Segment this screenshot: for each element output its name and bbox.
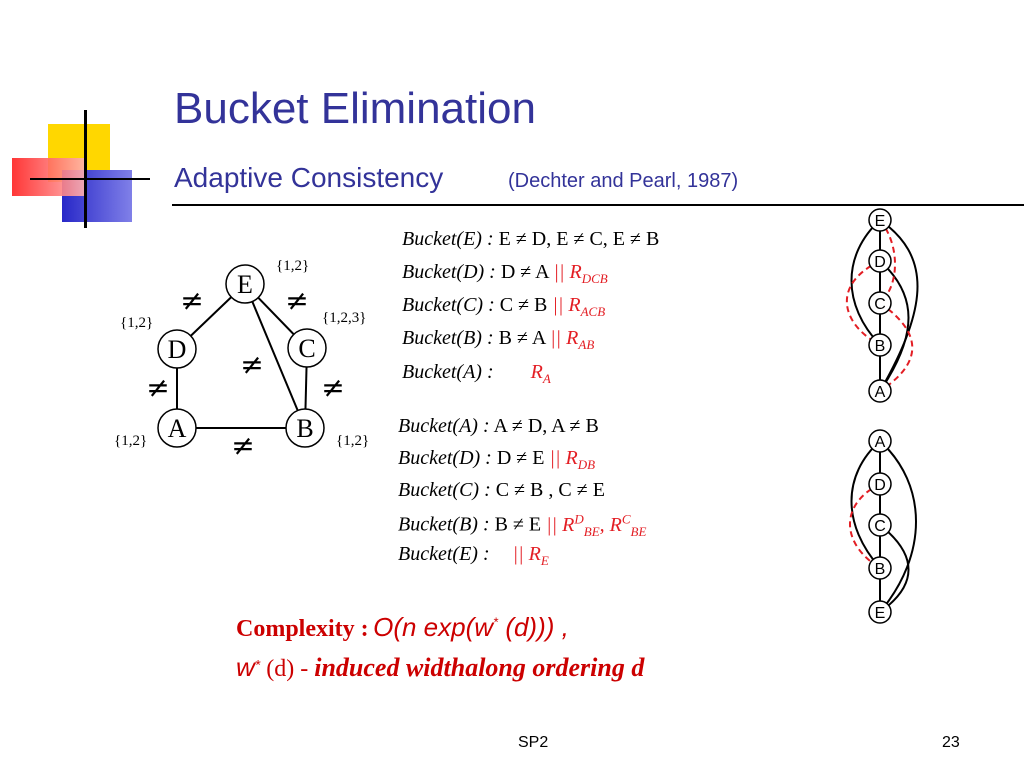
chain2-label-B: B [875,561,886,578]
bucket-added: || RAB [550,327,595,352]
node-label-C: C [298,334,315,363]
chain1-label-A: A [875,384,886,401]
chain1-label-C: C [874,296,886,313]
footer-center: SP2 [518,734,549,751]
bucket-row: Bucket(D) : D ≠ A || RDCB [402,261,608,287]
chain2-label-D: D [874,477,886,494]
induced-graph-ordering-2: A D C B E [849,429,917,624]
chain1-label-E: E [875,213,886,230]
bucket-label: Bucket(E) : [402,228,494,250]
constraint-graph: E D C A B {1,2} {1,2} {1,2,3} {1,2} {1,2… [114,258,369,460]
slide-title: Bucket Elimination [174,84,536,133]
chain1-label-D: D [874,254,886,271]
d-part: (d) - [260,656,315,682]
bucket-constraints: D ≠ E [496,447,545,469]
bucket-label: Bucket(B) : [402,327,494,349]
domain-B: {1,2} [336,433,369,449]
node-label-B: B [296,414,313,443]
bucket-row: Bucket(E) : || RE [398,543,549,569]
bucket-label: Bucket(D) : [402,261,496,283]
domain-D: {1,2} [120,315,153,331]
chain2-node-C [868,513,892,537]
chain2-node-A [868,429,892,453]
complexity-formula: O(n exp(w* (d))) , [373,612,569,642]
bucket-constraints: C ≠ B , C ≠ E [495,479,605,501]
bucket-constraints: B ≠ A [498,327,546,349]
bucket-list-ordering-2: Bucket(A) : A ≠ D, A ≠ B Bucket(D) : D ≠… [398,415,818,585]
bucket-row: Bucket(C) : C ≠ B || RACB [402,294,605,320]
node-label-A: A [168,414,187,443]
node-E [225,264,265,304]
bucket-constraints: B ≠ E [494,513,542,536]
neq-EC: ≠ [285,284,308,317]
bucket-constraints: D ≠ A [500,261,549,283]
node-C [287,328,327,368]
node-label-D: D [168,335,187,364]
bucket-row: Bucket(B) : B ≠ E || RDBE, RCBE [398,511,646,540]
bucket-label: Bucket(E) : [398,543,490,565]
bucket-constraints: E ≠ D, E ≠ C, E ≠ B [498,228,660,250]
node-B [285,408,325,448]
node-D [157,329,197,369]
chain1-label-B: B [875,338,886,355]
bucket-constraints: A ≠ D, A ≠ B [493,415,599,437]
bucket-added: || RDB [549,447,596,472]
chain1-node-B [868,333,892,357]
neq-EB: ≠ [240,348,263,381]
bucket-row: Bucket(C) : C ≠ B , C ≠ E [398,479,605,502]
w-symbol: w [236,652,255,682]
bucket-added: RA [530,361,551,386]
deco-horizontal-line [30,178,150,180]
citation: (Dechter and Pearl, 1987) [508,170,739,192]
domain-A: {1,2} [114,433,147,449]
chain2-label-C: C [874,518,886,535]
bucket-row: Bucket(B) : B ≠ A || RAB [402,327,594,353]
bucket-label: Bucket(A) : [402,361,494,383]
bucket-added: || RE [512,543,549,568]
neq-DA: ≠ [146,371,169,404]
bucket-row: Bucket(E) : E ≠ D, E ≠ C, E ≠ B [402,228,659,251]
bucket-label: Bucket(C) : [402,294,495,316]
induced-width-desc: induced widthalong ordering d [314,653,645,682]
chain1-node-E [868,208,892,232]
bucket-constraints: C ≠ B [499,294,548,316]
bucket-added: || RACB [552,294,606,319]
slide-subtitle: Adaptive Consistency [174,162,444,193]
bucket-added: || RDBE, RCBE [546,511,647,539]
neq-AB: ≠ [231,429,254,460]
bucket-label: Bucket(A) : [398,415,490,437]
bucket-label: Bucket(B) : [398,513,490,536]
bucket-list-ordering-1: Bucket(E) : E ≠ D, E ≠ C, E ≠ B Bucket(D… [402,228,822,398]
title-rule [172,204,1024,206]
w-star: * [254,656,261,673]
node-label-E: E [237,270,253,299]
complexity-line: Complexity : O(n exp(w* (d))) , [236,612,569,643]
induced-width-line: w* (d) - induced widthalong ordering d [236,652,644,683]
domain-E: {1,2} [276,258,309,274]
bucket-label: Bucket(D) : [398,447,492,469]
node-A [157,408,197,448]
chain2-node-D [868,472,892,496]
chain2-label-E: E [875,605,886,622]
induced-graph-ordering-1: E D C B A [846,208,919,403]
chain1-node-A [868,379,892,403]
bucket-row: Bucket(A) : RA [402,361,551,387]
deco-vertical-line [84,110,87,228]
deco-red-square [12,158,84,196]
chain1-node-D [868,249,892,273]
complexity-label: Complexity : [236,616,369,642]
bucket-added: || RDCB [553,261,608,286]
chain2-label-A: A [875,434,886,451]
bucket-row: Bucket(D) : D ≠ E || RDB [398,447,595,473]
chain2-node-B [868,556,892,580]
slide-number: 23 [942,734,960,751]
domain-C: {1,2,3} [322,310,366,326]
chain1-node-C [868,291,892,315]
neq-ED: ≠ [180,284,203,317]
neq-CB: ≠ [321,371,344,404]
bucket-label: Bucket(C) : [398,479,491,501]
bucket-row: Bucket(A) : A ≠ D, A ≠ B [398,415,599,438]
chain2-node-E [868,600,892,624]
